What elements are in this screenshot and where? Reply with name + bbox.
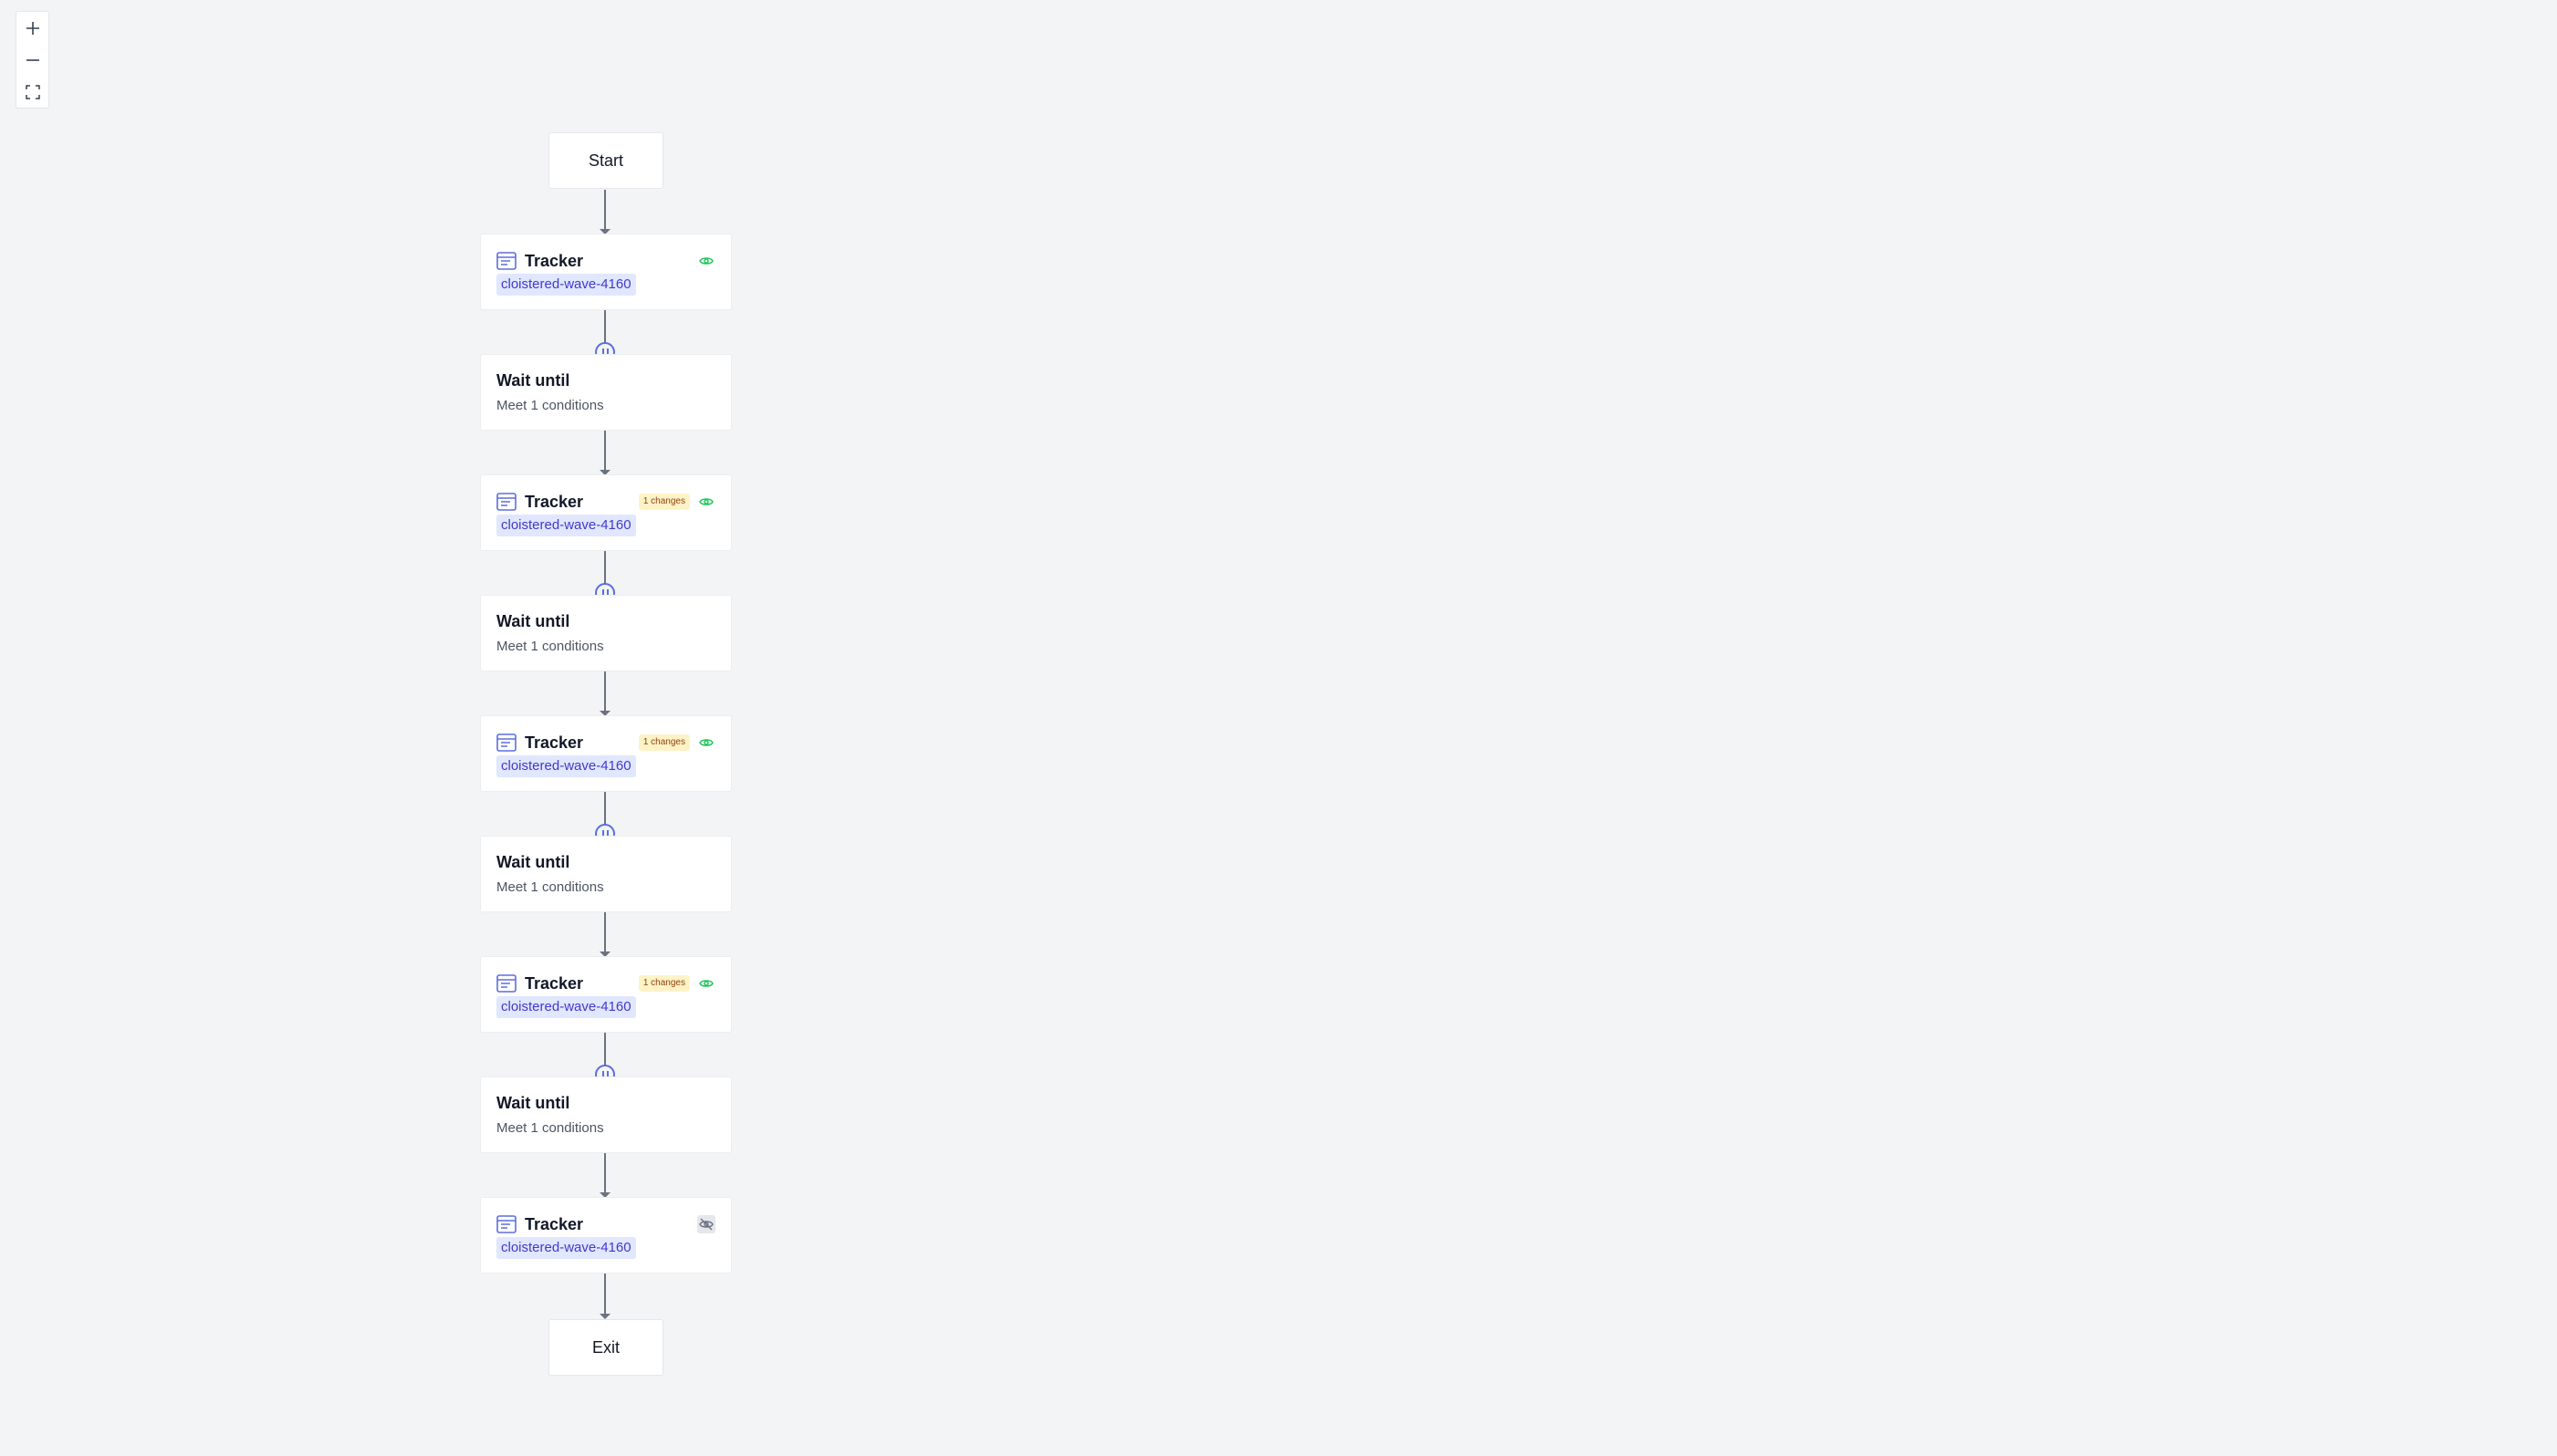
edge-line [604,310,606,352]
tracker-icon [496,974,517,993]
tracker-title: Tracker [525,973,584,993]
edge-line [604,792,606,834]
tracker-title: Tracker [525,492,584,511]
edge-arrow [600,952,611,957]
edge-arrow [600,1192,611,1198]
tracker-tag: cloistered-wave-4160 [496,996,636,1018]
tracker-icon [496,1215,517,1233]
eye-icon[interactable] [697,493,715,511]
tracker-tag: cloistered-wave-4160 [496,1237,636,1259]
wait-node[interactable]: Wait until Meet 1 conditions [480,836,732,912]
edge-line [604,1274,606,1315]
edge-line [604,1153,606,1193]
eye-icon[interactable] [697,252,715,270]
zoom-controls [16,11,49,109]
tracker-title: Tracker [525,251,584,270]
wait-subtitle: Meet 1 conditions [496,639,604,654]
eye-icon[interactable] [697,974,715,993]
wait-node[interactable]: Wait until Meet 1 conditions [480,595,732,671]
changes-badge: 1 changes [638,734,690,751]
tracker-node[interactable]: Tracker 1 changes cloistered-wave-4160 [480,956,732,1033]
tracker-tag: cloistered-wave-4160 [496,755,636,777]
edge-line [604,671,606,712]
edge-arrow [600,711,611,716]
exit-label: Exit [591,1337,620,1357]
tracker-icon [496,493,517,511]
tracker-title: Tracker [525,1214,584,1233]
wait-subtitle: Meet 1 conditions [496,879,604,895]
wait-title: Wait until [496,853,570,871]
zoom-in-button[interactable] [16,12,48,44]
tracker-node[interactable]: Tracker 1 changes cloistered-wave-4160 [480,715,732,792]
fit-view-icon [25,84,40,99]
wait-title: Wait until [496,1094,570,1112]
changes-badge: 1 changes [638,494,690,510]
tracker-node[interactable]: Tracker cloistered-wave-4160 [480,234,732,310]
eye-off-icon[interactable] [697,1215,715,1233]
tracker-title: Tracker [525,733,584,752]
edge-line [604,1033,606,1075]
wait-node[interactable]: Wait until Meet 1 conditions [480,354,732,431]
wait-node[interactable]: Wait until Meet 1 conditions [480,1076,732,1153]
zoom-out-button[interactable] [16,44,48,76]
edge-line [604,551,606,593]
start-label: Start [588,151,623,170]
exit-node[interactable]: Exit [548,1319,663,1376]
wait-subtitle: Meet 1 conditions [496,1120,604,1136]
wait-title: Wait until [496,612,570,630]
tracker-tag: cloistered-wave-4160 [496,515,636,536]
edge-arrow [600,1314,611,1319]
plus-icon [26,21,39,35]
tracker-icon [496,733,517,752]
edge-line [604,912,606,952]
wait-title: Wait until [496,371,570,390]
minus-icon [26,58,39,61]
changes-badge: 1 changes [638,975,690,992]
edge-line [604,431,606,471]
tracker-node[interactable]: Tracker 1 changes cloistered-wave-4160 [480,474,732,551]
tracker-node[interactable]: Tracker cloistered-wave-4160 [480,1197,732,1274]
eye-icon[interactable] [697,733,715,752]
start-node[interactable]: Start [548,132,663,189]
fit-view-button[interactable] [16,76,48,108]
edge-arrow [600,470,611,475]
tracker-icon [496,252,517,270]
edge-arrow [600,229,611,234]
tracker-tag: cloistered-wave-4160 [496,274,636,296]
wait-subtitle: Meet 1 conditions [496,398,604,413]
edge-line [604,190,606,231]
